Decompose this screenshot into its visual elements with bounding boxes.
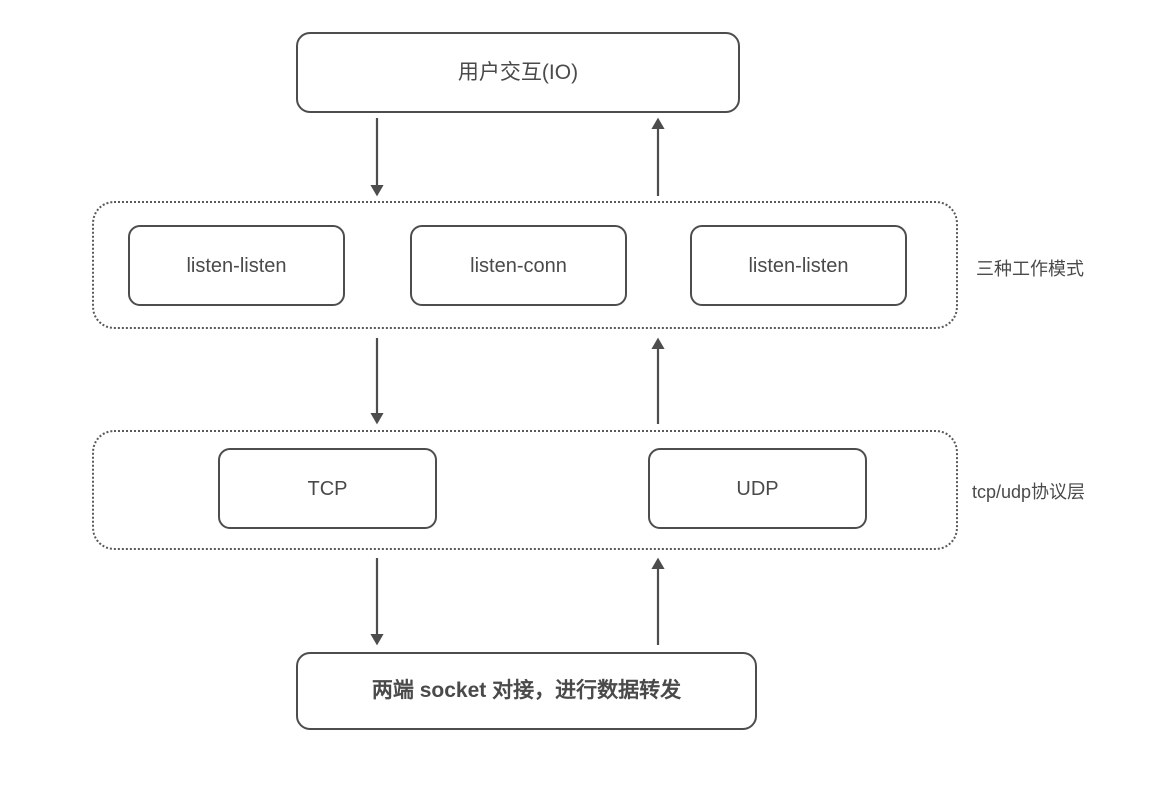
node-listen-conn[interactable]: listen-conn (410, 225, 627, 306)
node-listen-listen-1[interactable]: listen-listen (128, 225, 345, 306)
node-user-interaction[interactable]: 用户交互(IO) (296, 32, 740, 113)
node-listen-listen-2[interactable]: listen-listen (690, 225, 907, 306)
node-tcp[interactable]: TCP (218, 448, 437, 529)
group-label-protocol-layer: tcp/udp协议层 (972, 482, 1086, 502)
node-socket-forwarding[interactable]: 两端 socket 对接，进行数据转发 (296, 652, 757, 730)
group-label-working-modes: 三种工作模式 (976, 259, 1084, 279)
node-udp[interactable]: UDP (648, 448, 867, 529)
group-protocol-layer (92, 430, 958, 550)
group-working-modes (92, 201, 958, 329)
